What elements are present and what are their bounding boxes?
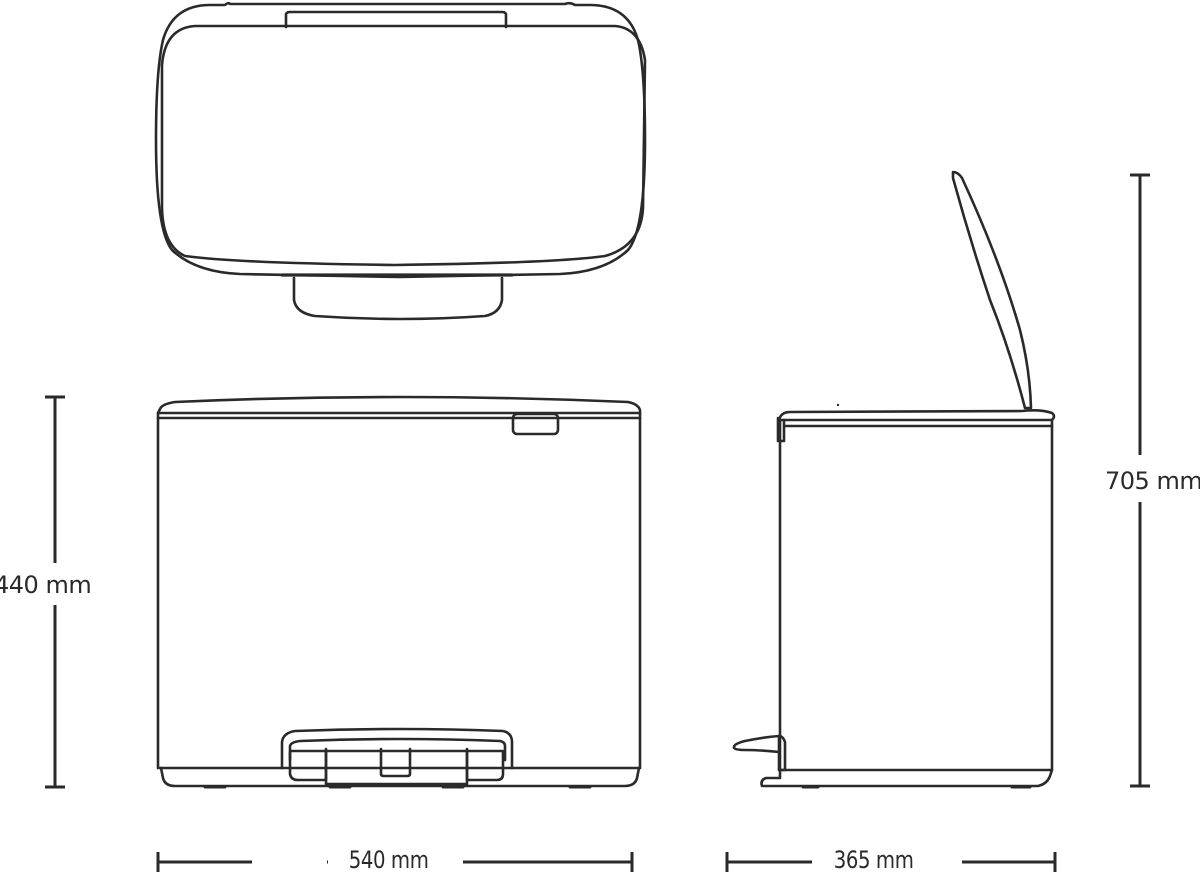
dimension-height-open: [1130, 173, 1150, 788]
dimension-height-closed: [45, 395, 65, 789]
side-view: [732, 170, 1056, 789]
dimension-width: [156, 852, 634, 872]
front-view-body: [156, 411, 642, 770]
top-view-pedal: [292, 276, 504, 321]
top-view-hinge: [284, 10, 508, 29]
front-view: [156, 395, 642, 789]
side-view-body: [778, 418, 1054, 772]
top-view: [154, 1, 647, 321]
side-view-pedal: [732, 734, 787, 772]
top-view-outer-rim: [154, 1, 647, 279]
dimension-label-width: 540 mm: [348, 846, 429, 874]
dimension-label-height-closed: 440 mm: [0, 571, 92, 599]
dimension-depth: [725, 852, 1057, 872]
dimension-lines: [45, 173, 1150, 872]
front-view-latch: [511, 412, 560, 436]
dimension-label-depth: 365 mm: [833, 846, 914, 874]
front-view-pedal: [280, 727, 514, 786]
front-view-lid: [156, 395, 642, 415]
side-view-open-lid: [951, 170, 1033, 410]
dimension-label-height-open: 705 mm: [1105, 467, 1200, 495]
side-view-base: [760, 768, 1054, 788]
top-view-lid: [160, 24, 647, 267]
front-view-base: [159, 766, 641, 788]
side-view-top-rim: [777, 409, 1056, 422]
